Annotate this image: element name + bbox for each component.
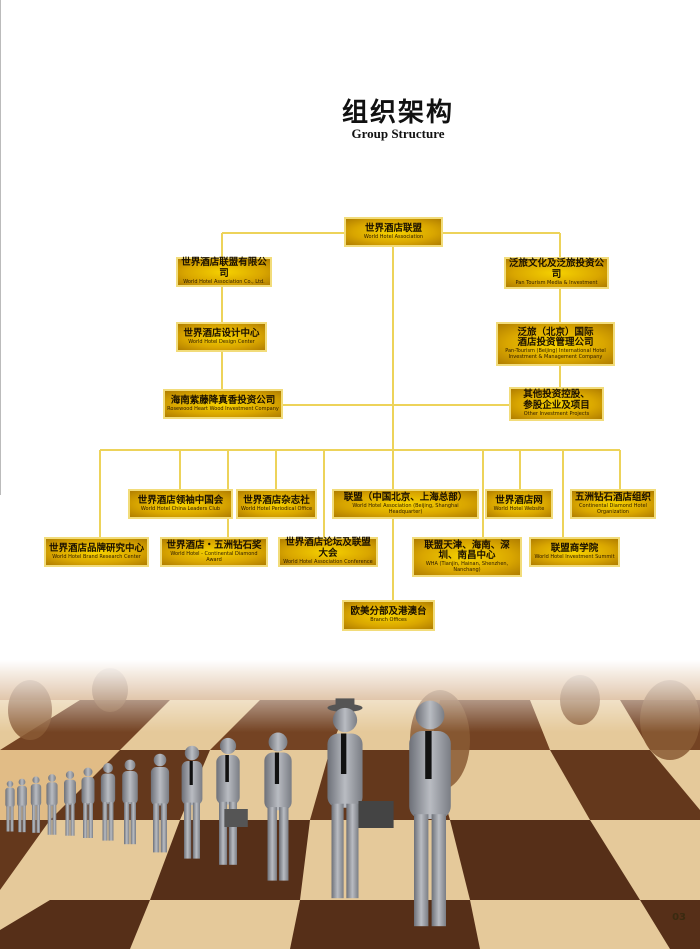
chessboard-businessmen-illustration [0, 660, 700, 949]
node-en: World Hotel - Continental Diamond Award [170, 551, 258, 563]
businessman [46, 774, 58, 835]
businessman [264, 732, 292, 881]
businessman [100, 763, 116, 841]
businessman [150, 753, 170, 853]
node-en: World Hotel Association [363, 233, 424, 240]
node-cn: 世界酒店杂志社 [243, 494, 310, 506]
node-cn: 世界酒店论坛及联盟大会 [285, 537, 371, 559]
node-cn: 联盟（中国北京、上海总部） [343, 491, 468, 503]
node-en: World Hotel Periodical Office [240, 505, 313, 512]
node-en: World Hotel China Leaders Club [140, 505, 221, 512]
node-en: Continental Diamond Hotel Organization [579, 503, 647, 515]
businessman [64, 770, 76, 836]
node-a3: 联盟（中国北京、上海总部）World Hotel Association (Be… [332, 489, 479, 519]
node-cn: 五洲钻石酒店组织 [574, 491, 651, 503]
page-title: 组织架构 [341, 98, 454, 128]
node-cn: 世界酒店联盟有限公司 [181, 257, 267, 279]
node-cn: 欧美分部及港澳台 [350, 606, 427, 618]
node-cn: 其他投资控股、参股企业及项目 [523, 389, 590, 411]
node-en: Rosewood Heart Wood Investment Company [167, 405, 279, 412]
page-number: 03 [672, 912, 686, 923]
node-en: World Hotel Association Conference [283, 559, 373, 566]
node-cn: 联盟天津、海南、深圳、南昌中心 [424, 539, 510, 561]
businessman [327, 698, 394, 899]
node-cn: 世界酒店联盟 [364, 222, 422, 234]
businessman [181, 745, 203, 859]
node-en: World Hotel Design Center [188, 338, 255, 345]
businessman [409, 700, 451, 927]
node-en: Pan Tourism Media & Investment [515, 280, 598, 287]
node-en: World Hotel Association Co., Ltd. [183, 279, 265, 286]
node-cn: 世界酒店领袖中国会 [137, 494, 224, 506]
page-edge-line [0, 0, 1, 495]
node-en: World Hotel Brand Research Center [52, 553, 141, 560]
businessman [216, 737, 248, 865]
node-cn: 世界酒店・五洲钻石奖 [166, 539, 262, 551]
node-en: WHA (Tianjin, Hainan, Shenzhen, Nanchang… [425, 561, 509, 573]
node-cn: 联盟商学院 [550, 542, 599, 554]
node-en: Other Investment Projects [523, 411, 590, 418]
node-cn: 世界酒店设计中心 [183, 327, 260, 339]
businessman [30, 776, 42, 833]
page-subtitle: Group Structure [351, 126, 445, 141]
node-en: World Hotel Association (Beijing, Shangh… [352, 503, 459, 515]
node-cn: 世界酒店品牌研究中心 [48, 542, 144, 554]
businessman [81, 767, 95, 838]
node-en: World Hotel Investment Summit [534, 553, 615, 560]
node-cn: 泛旅文化及泛旅投资公司 [508, 258, 604, 280]
businessman [122, 759, 138, 845]
businessmen-queue [5, 698, 451, 927]
node-cn: 海南紫藤降真香投资公司 [170, 394, 276, 406]
node-en: Pan-Tourism (Beijing) International Hote… [505, 348, 606, 360]
node-en: World Hotel Website [493, 505, 545, 512]
node-en: Branch Offices [370, 617, 407, 624]
businessman [17, 778, 27, 833]
businessman [5, 780, 15, 832]
node-cn: 世界酒店网 [495, 494, 543, 506]
node-cn: 泛旅（北京）国际酒店投资管理公司 [517, 326, 594, 348]
